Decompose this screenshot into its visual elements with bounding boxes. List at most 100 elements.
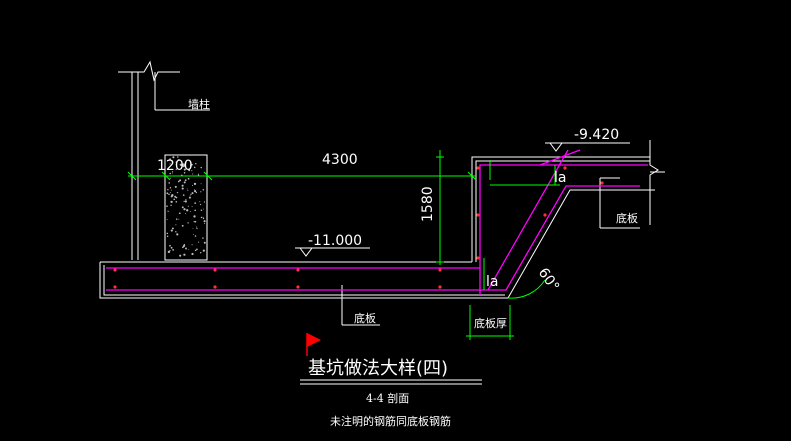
elevation-markers <box>295 142 630 257</box>
hatch-dot <box>175 168 177 170</box>
hatch-dot <box>204 222 206 225</box>
hatch-dot <box>196 248 198 251</box>
hatch-dot <box>194 220 197 223</box>
hatch-dot <box>182 194 185 196</box>
hatch-dot <box>178 218 180 220</box>
hatch-dot <box>195 191 198 194</box>
hatch-dot <box>172 156 175 159</box>
concrete-outline <box>99 60 665 326</box>
hatch-dot <box>185 200 187 203</box>
title-underlines <box>300 379 482 385</box>
hatch-dot <box>202 249 205 252</box>
flag-icon <box>306 333 321 356</box>
hatch-dot <box>193 233 195 235</box>
hatch-dot <box>172 249 175 251</box>
label-anchor-bottom: la <box>486 274 498 290</box>
dim-width-left: 1200 <box>157 158 193 174</box>
hatch-dot <box>169 163 171 165</box>
hatch-dot <box>196 226 198 228</box>
hatch-dot <box>199 201 201 203</box>
hatch-dot <box>187 205 189 207</box>
hatch-dot <box>182 163 185 166</box>
hatch-dot <box>202 189 205 191</box>
hatch-dot <box>169 250 171 252</box>
hatch-dot <box>175 231 177 233</box>
hatch-dot <box>192 227 194 229</box>
hatch-dot <box>175 224 177 226</box>
hatch-dot <box>193 220 195 223</box>
hatch-dot <box>166 235 169 238</box>
dim-width-pit: 4300 <box>322 152 358 168</box>
hatch-dot <box>200 183 202 185</box>
hatch-dot <box>175 200 178 203</box>
dim-depth: 1580 <box>420 186 436 222</box>
hatch-dot <box>191 206 193 208</box>
hatch-dot <box>203 241 206 244</box>
hatch-dot <box>184 162 187 165</box>
label-wall-column: 墙柱 <box>188 97 210 111</box>
hatch-dot <box>200 166 202 169</box>
hatch-dot <box>193 215 196 218</box>
hatch-dot <box>167 250 171 254</box>
hatch-dot <box>183 168 186 171</box>
section-label: 4-4 剖面 <box>366 391 409 405</box>
hatch-dot <box>191 192 194 195</box>
hatch-dot <box>176 191 179 194</box>
hatch-dot <box>194 209 197 212</box>
hatch-dot <box>171 171 174 173</box>
hatch-dot <box>194 249 197 252</box>
hatch-dot <box>191 252 194 256</box>
hatch-dot <box>169 192 171 194</box>
hatch-dot <box>185 247 187 250</box>
hatch-dot <box>193 189 197 193</box>
hatch-dot <box>166 232 169 235</box>
hatch-dot <box>199 251 202 254</box>
hatch-dot <box>202 216 204 218</box>
hatch-dot <box>183 208 186 211</box>
hatch-dot <box>171 173 173 175</box>
hatch-dot <box>181 187 184 190</box>
hatch-dot <box>191 170 193 172</box>
hatch-dot <box>177 180 180 183</box>
hatch-dot <box>174 185 177 188</box>
hatch-dot <box>173 198 176 201</box>
hatch-dot <box>175 161 177 163</box>
hatch-dot <box>188 196 191 199</box>
hatch-dot <box>168 182 170 184</box>
hatch-dot <box>193 166 196 169</box>
hatch-dot <box>179 163 182 166</box>
concrete-hatch <box>166 156 206 257</box>
hatch-dot <box>203 201 206 203</box>
hatch-dot <box>177 159 180 161</box>
hatch-dot <box>181 224 184 227</box>
hatch-dot <box>169 177 171 179</box>
hatch-dot <box>193 182 197 186</box>
hatch-dot <box>169 172 171 175</box>
drawing-note: 未注明的钢筋同底板钢筋 <box>330 414 451 428</box>
hatch-dot <box>170 200 173 204</box>
hatch-dot <box>171 194 174 197</box>
hatch-dot <box>183 172 186 174</box>
hatch-dot <box>202 217 205 220</box>
label-angle: 60° <box>535 265 562 295</box>
hatch-dot <box>187 222 189 224</box>
hatch-dot <box>189 195 191 197</box>
hatch-dot <box>170 189 172 191</box>
hatch-dot <box>178 212 181 215</box>
hatch-dot <box>190 193 192 196</box>
hatch-dot <box>191 244 193 246</box>
hatch-dot <box>166 192 169 195</box>
hatch-dot <box>179 159 181 161</box>
hatch-dot <box>166 205 168 207</box>
hatch-dot <box>170 246 173 249</box>
hatch-dot <box>182 246 184 249</box>
hatch-dot <box>167 210 169 212</box>
hatch-dot <box>203 208 204 210</box>
hatch-dot <box>179 254 182 257</box>
hatch-dot <box>183 181 186 184</box>
hatch-dot <box>175 195 176 197</box>
hatch-dot <box>184 243 185 245</box>
hatch-dot <box>195 162 197 165</box>
